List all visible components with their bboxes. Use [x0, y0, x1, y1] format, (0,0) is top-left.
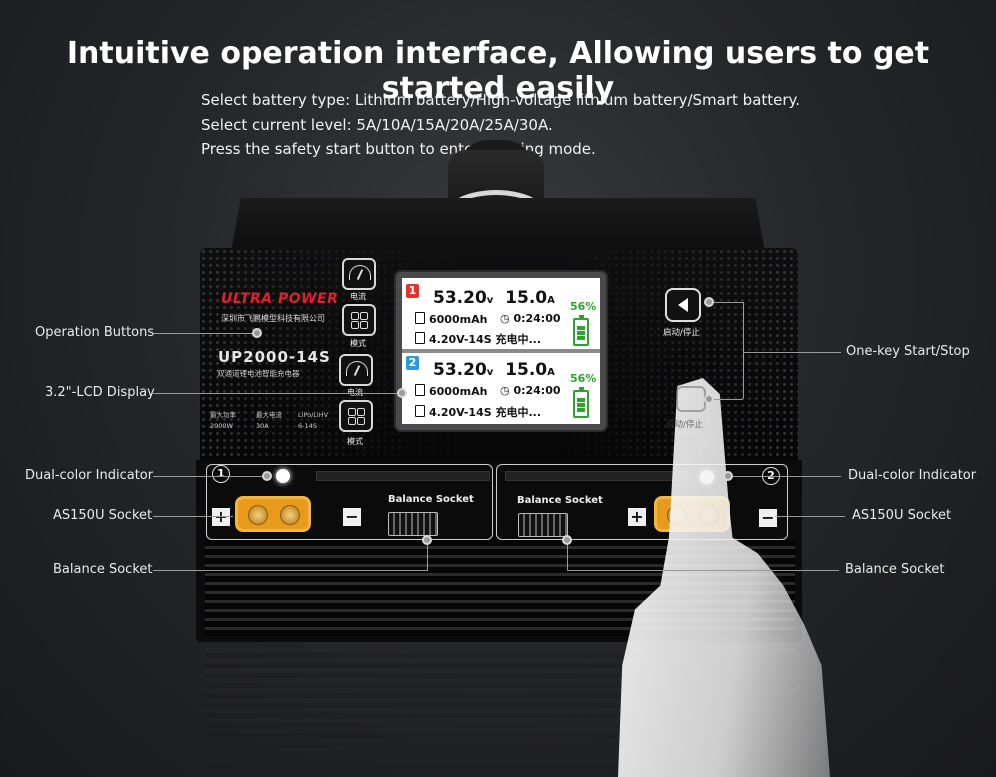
- lcd-channel-1-badge: 1: [406, 284, 419, 298]
- grid-icon: [351, 312, 368, 329]
- lcd-display: 1 53.20v 15.0A 6000mAh ◷ 0:24:00 4.20V-1…: [396, 272, 606, 430]
- current-button-ch1[interactable]: [342, 258, 376, 290]
- clock-icon: ◷: [500, 312, 514, 325]
- bay-1-number: 1: [212, 465, 230, 483]
- cell-icon: [415, 332, 425, 344]
- callout-dot: [562, 535, 572, 545]
- callout-lcd-display: 3.2"-LCD Display: [45, 385, 155, 400]
- lcd-ch1-capacity: 6000mAh: [415, 312, 487, 326]
- callout-line: [708, 399, 743, 400]
- as150u-socket-1[interactable]: [235, 496, 311, 532]
- callout-line: [708, 302, 743, 303]
- balance-socket-1[interactable]: [388, 512, 438, 536]
- lcd-ch1-time: ◷ 0:24:00: [500, 312, 561, 325]
- lcd-ch2-capacity: 6000mAh: [415, 384, 487, 398]
- callout-dot: [704, 394, 714, 404]
- output-bay-1: [206, 464, 493, 540]
- callout-dot: [704, 297, 714, 307]
- current-button-ch1-label: 电流: [350, 292, 366, 301]
- spec-max-current: 最大电流 30A: [256, 411, 282, 430]
- gauge-icon: [349, 265, 371, 280]
- lcd-divider: [402, 349, 600, 353]
- callout-as150u-right: AS150U Socket: [852, 508, 952, 523]
- model-name: UP2000-14S: [218, 348, 331, 366]
- callout-dot: [397, 388, 407, 398]
- callout-line: [427, 540, 428, 571]
- cell-icon: [415, 405, 425, 417]
- lcd-screen: 1 53.20v 15.0A 6000mAh ◷ 0:24:00 4.20V-1…: [402, 278, 600, 424]
- callout-line: [153, 393, 397, 394]
- model-subtitle: 双通道锂电池智能充电器: [217, 369, 300, 378]
- company-name: 深圳市飞鹏模型科技有限公司: [221, 314, 325, 323]
- indicator-led-1: [276, 469, 290, 483]
- minus-terminal-icon-2: −: [759, 509, 777, 527]
- callout-operation-buttons: Operation Buttons: [35, 325, 155, 340]
- callout-line: [567, 540, 568, 571]
- intro-line-battery-type: Select battery type: Lithium battery/Hig…: [201, 91, 801, 109]
- clock-icon: ◷: [500, 384, 514, 397]
- bay-1-slot: [316, 471, 490, 481]
- intro-line-current-level: Select current level: 5A/10A/15A/20A/25A…: [201, 115, 553, 134]
- callout-line: [728, 476, 841, 477]
- spec-max-power: 最大功率 2000W: [210, 411, 236, 430]
- callout-dot: [723, 471, 733, 481]
- lcd-ch1-readout: 53.20v 15.0A: [433, 288, 555, 308]
- start-stop-ch2-label: 启动/停止: [666, 420, 703, 430]
- lcd-channel-2-badge: 2: [406, 356, 419, 370]
- callout-dual-color-left: Dual-color Indicator: [25, 468, 154, 483]
- mode-button-ch2[interactable]: [339, 400, 373, 432]
- callout-dual-color-right: Dual-color Indicator: [848, 468, 977, 483]
- mode-button-ch1-label: 模式: [350, 339, 366, 348]
- plus-terminal-icon-2: +: [628, 508, 646, 526]
- callout-dot: [252, 328, 262, 338]
- callout-line: [743, 352, 841, 353]
- lcd-ch2-readout: 53.20v 15.0A: [433, 360, 555, 380]
- page-headline: Intuitive operation interface, Allowing …: [66, 36, 930, 106]
- start-stop-button-ch1[interactable]: [665, 288, 701, 322]
- gauge-icon: [346, 361, 368, 376]
- battery-icon: [415, 312, 425, 324]
- callout-line: [153, 333, 253, 334]
- callout-dot: [262, 471, 272, 481]
- mode-button-ch1[interactable]: [342, 304, 376, 336]
- lcd-ch2-percent: 56%: [570, 372, 597, 385]
- plus-terminal-icon-1: +: [212, 508, 230, 526]
- balance-socket-1-label: Balance Socket: [388, 494, 474, 505]
- callout-line: [153, 476, 263, 477]
- bay-2-slot: [505, 471, 687, 481]
- current-button-ch2-label: 电流: [347, 387, 363, 398]
- callout-line: [153, 570, 428, 571]
- callout-line: [567, 570, 839, 571]
- callout-dot: [422, 535, 432, 545]
- callout-line: [775, 516, 845, 517]
- brand-logo: ULTRA POWER: [221, 291, 339, 307]
- lcd-ch2-battery-type: 4.20V-14S 充电中...: [415, 404, 541, 420]
- balance-socket-2-label: Balance Socket: [517, 495, 603, 506]
- callout-balance-left: Balance Socket: [53, 562, 153, 577]
- callout-line: [743, 302, 744, 399]
- spec-cell-range: LiPo/LiHV 6-14S: [298, 411, 329, 430]
- grid-icon: [348, 408, 365, 425]
- lcd-ch1-battery-gauge: [573, 315, 589, 346]
- callout-line: [153, 516, 233, 517]
- output-bay-2: [496, 464, 788, 540]
- lcd-ch2-time: ◷ 0:24:00: [500, 384, 561, 397]
- current-button-ch2[interactable]: [339, 354, 373, 386]
- balance-socket-2[interactable]: [518, 513, 568, 537]
- lcd-ch2-battery-gauge: [573, 387, 589, 418]
- start-stop-button-ch2[interactable]: [676, 386, 706, 412]
- lcd-ch1-percent: 56%: [570, 300, 597, 313]
- callout-as150u-left: AS150U Socket: [53, 508, 153, 523]
- battery-icon: [415, 384, 425, 396]
- minus-terminal-icon-1: −: [343, 508, 361, 526]
- lcd-ch1-battery-type: 4.20V-14S 充电中...: [415, 331, 541, 347]
- mode-button-ch2-label: 模式: [347, 437, 363, 446]
- callout-one-key: One-key Start/Stop: [846, 344, 970, 359]
- start-stop-ch1-label: 启动/停止: [663, 328, 700, 338]
- callout-balance-right: Balance Socket: [845, 562, 945, 577]
